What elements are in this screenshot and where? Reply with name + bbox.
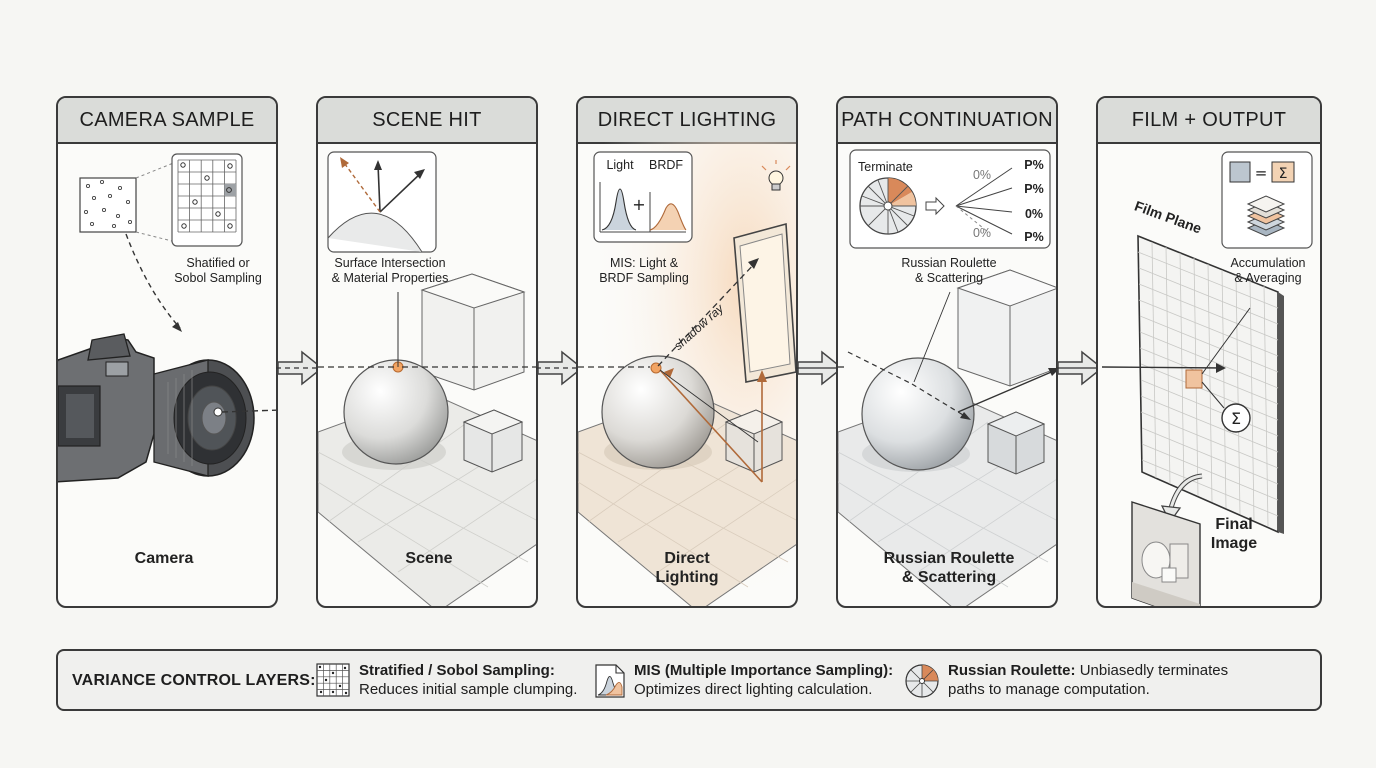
camera-sample-illustration — [58, 153, 276, 483]
terminate-label: Terminate — [858, 160, 913, 174]
path-continuation-illustration — [838, 149, 1056, 606]
direct-lighting-illustration: + — [578, 142, 796, 606]
flow-arrow — [1056, 350, 1104, 386]
film-output-illustration: = Σ Σ — [1101, 151, 1313, 606]
panel-caption: Direct Lighting — [655, 550, 719, 586]
sphere — [861, 357, 975, 471]
variance-control-legend: VARIANCE CONTROL LAYERS: Stratified / So… — [56, 649, 1322, 711]
legend-item-stratified: Stratified / Sobol Sampling: Reduces ini… — [359, 661, 577, 699]
scene-hit-illustration — [318, 151, 536, 606]
panel-caption: Russian Roulette & Scattering — [883, 550, 1015, 586]
legend-item-desc: Reduces initial sample clumping. — [359, 681, 578, 698]
brdf-label: BRDF — [648, 158, 684, 172]
roulette-wheel — [859, 177, 917, 235]
legend-item-name: Stratified / Sobol Sampling: — [359, 662, 555, 679]
sphere — [343, 359, 449, 465]
percent-label: 0% — [972, 226, 992, 240]
percent-label: 0% — [972, 168, 992, 182]
panel-title: FILM + OUTPUT — [1098, 98, 1320, 144]
legend-title: VARIANCE CONTROL LAYERS: — [72, 672, 316, 689]
legend-item-desc: paths to manage computation. — [948, 681, 1150, 698]
sphere — [601, 355, 715, 469]
flow-arrow — [536, 350, 584, 386]
legend-item-name: Russian Roulette: — [948, 662, 1076, 679]
panel-path-continuation: PATH CONTINUATION — [836, 96, 1058, 608]
panel-title: DIRECT LIGHTING — [578, 98, 796, 144]
percent-label: 0% — [1024, 207, 1044, 221]
legend-item-russian-roulette: Russian Roulette: Unbiasedly terminates … — [948, 661, 1228, 699]
random-samples-square — [79, 177, 137, 233]
panel-direct-lighting: DIRECT LIGHTING + — [576, 96, 798, 608]
surface-intersection-label: Surface Intersection & Material Properti… — [331, 256, 449, 285]
grid-icon — [316, 663, 350, 697]
sigma-icon — [1221, 403, 1251, 433]
panel-caption: Final Image — [1210, 516, 1258, 552]
light-bulb-icon — [761, 160, 791, 191]
flow-arrow — [276, 350, 324, 386]
light-label: Light — [606, 158, 634, 172]
final-image-thumbnail — [1131, 501, 1201, 606]
legend-item-mis: MIS (Multiple Importance Sampling): Opti… — [634, 661, 893, 699]
mis-label: MIS: Light & BRDF Sampling — [599, 256, 689, 285]
legend-item-desc-inline: Unbiasedly terminates — [1079, 662, 1229, 679]
legend-item-desc: Optimizes direct lighting calculation. — [634, 681, 873, 698]
flow-arrow — [796, 350, 844, 386]
panel-scene-hit: SCENE HIT — [316, 96, 538, 608]
svg-text:=: = — [1255, 164, 1268, 182]
russian-roulette-label: Russian Roulette & Scattering — [901, 256, 997, 285]
percent-label: P% — [1024, 182, 1044, 196]
roulette-wheel-icon — [905, 664, 939, 698]
panel-caption: Scene — [405, 550, 453, 567]
percent-label: P% — [1024, 230, 1044, 244]
accumulation-label: Accumulation & Averaging — [1230, 256, 1306, 285]
svg-text:Σ: Σ — [1231, 409, 1241, 428]
panel-title: CAMERA SAMPLE — [58, 98, 276, 144]
svg-text:+: + — [632, 195, 645, 214]
svg-text:Σ: Σ — [1279, 166, 1288, 182]
panel-caption: Camera — [134, 550, 194, 567]
camera-icon — [58, 333, 255, 483]
panel-film-output: FILM + OUTPUT = Σ Σ — [1096, 96, 1322, 608]
panel-title: SCENE HIT — [318, 98, 536, 144]
percent-label: P% — [1024, 158, 1044, 172]
mis-document-icon — [595, 664, 625, 698]
legend-item-name: MIS (Multiple Importance Sampling): — [634, 662, 894, 679]
panel-title: PATH CONTINUATION — [838, 98, 1056, 144]
sampling-label: Shatified or Sobol Sampling — [174, 256, 262, 285]
panel-camera-sample: CAMERA SAMPLE — [56, 96, 278, 608]
